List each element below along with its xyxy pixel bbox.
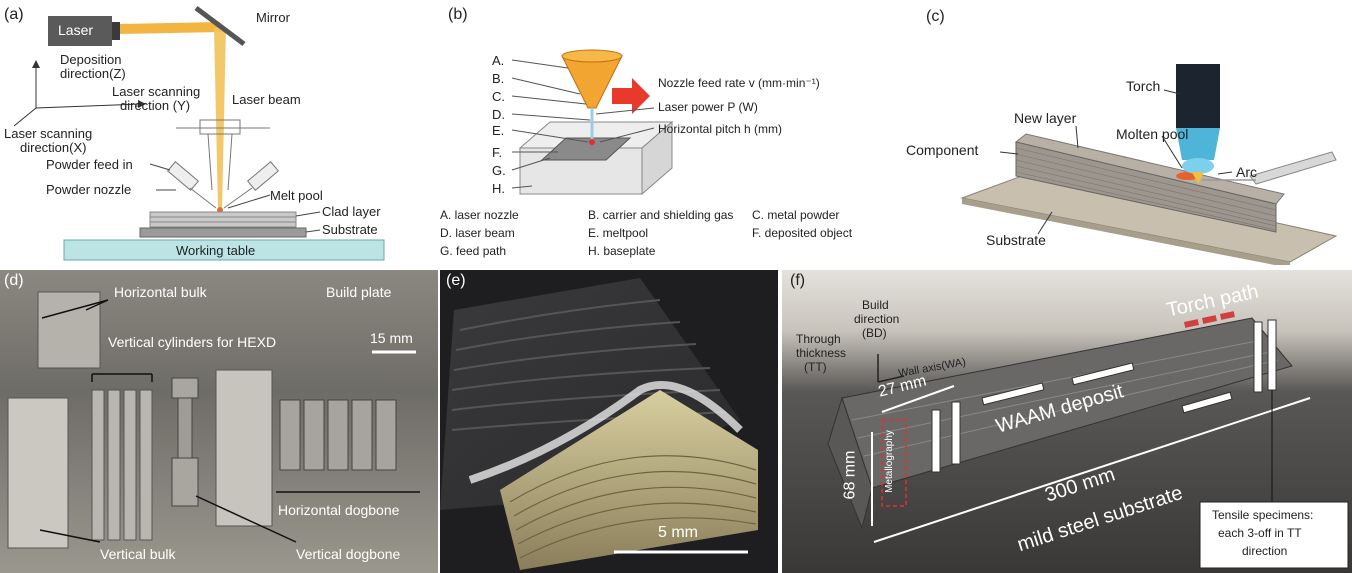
deposited-object [540, 137, 632, 161]
molten-pool-label: Molten pool [1116, 126, 1189, 142]
deposition-label-2: direction(Z) [60, 66, 126, 81]
panel-b-tag: (b) [448, 6, 468, 23]
legend-d: D. laser beam [440, 226, 515, 240]
torch-label: Torch [1126, 78, 1161, 94]
powder-feed-label: Powder feed in [46, 157, 133, 172]
panel-d-photo: (d) Horizontal bulk Build plate 15 mm Ve… [0, 270, 438, 573]
scan-y-label-2: direction (Y) [120, 98, 191, 113]
panel-a-tag: (a) [4, 6, 24, 23]
build-direction-1: Build [862, 298, 889, 312]
legend-a: A. laser nozzle [440, 208, 519, 222]
letter-g: G. [492, 163, 506, 178]
laser-box [48, 16, 112, 46]
panel-e-scale-label: 5 mm [658, 524, 698, 541]
clad-layer-label: Clad layer [322, 204, 381, 219]
through-thickness-3: (TT) [804, 360, 827, 374]
working-table-label: Working table [176, 243, 256, 258]
laser-power-label: Laser power P (W) [658, 100, 758, 114]
laser-beam-horizontal [118, 22, 222, 34]
legend-b: B. carrier and shielding gas [588, 208, 734, 222]
dim-68-label: 68 mm [841, 450, 859, 500]
legend-h: H. baseplate [588, 244, 656, 258]
substrate-c-label: Substrate [986, 232, 1046, 248]
tensile-label-3: direction [1242, 544, 1288, 558]
panel-b-diagram [511, 49, 674, 196]
panel-a-diagram [13, 6, 385, 261]
vertical-bulk-label: Vertical bulk [100, 546, 176, 562]
laser-label: Laser [58, 22, 94, 38]
clad-layers [149, 211, 297, 218]
nozzle-feed-label: Nozzle feed rate v (mm·min⁻¹) [658, 76, 820, 90]
panel-b: (b) A. B. C. D. E. F. G. H. Nozzle feed … [440, 0, 890, 265]
panel-e-tag: (e) [446, 272, 466, 289]
through-thickness-2: thickness [796, 346, 847, 360]
working-table [63, 239, 385, 261]
through-thickness-1: Through [796, 332, 841, 346]
scan-x-label-1: Laser scanning [4, 126, 93, 141]
panel-e-photo: (e) 5 mm [440, 270, 778, 573]
substrate-plate [139, 227, 307, 238]
letter-h: H. [492, 181, 505, 196]
letter-e: E. [492, 123, 505, 138]
letter-b: B. [492, 71, 505, 86]
tensile-label-1: Tensile specimens: [1212, 508, 1314, 522]
component-label: Component [906, 142, 979, 158]
horizontal-pitch-label: Horizontal pitch h (mm) [658, 122, 783, 136]
panel-f-photo: (f) Build direction (BD) Through thickne… [782, 270, 1352, 573]
deposition-label-1: Deposition [60, 52, 122, 67]
gold-layer-block [500, 390, 758, 570]
vertical-dogbone-label: Vertical dogbone [296, 546, 401, 562]
substrate-label: Substrate [322, 222, 378, 237]
panel-d-tag: (d) [4, 272, 24, 289]
vertical-cylinders-label: Vertical cylinders for HEXD [108, 334, 277, 350]
laser-beam-label: Laser beam [232, 92, 301, 107]
legend-f: F. deposited object [752, 226, 853, 240]
mirror-icon [194, 6, 246, 46]
melt-pool-label: Melt pool [270, 188, 323, 203]
legend-g: G. feed path [440, 244, 507, 258]
build-direction-3: (BD) [862, 326, 887, 340]
panel-e-objects [440, 278, 758, 570]
tensile-label-2: each 3-off in TT [1218, 526, 1302, 540]
panel-d-objects [7, 291, 420, 549]
laser-beam-vertical [214, 28, 226, 210]
letter-c: C. [492, 89, 505, 104]
letter-f: F. [492, 145, 503, 160]
scan-x-label-2: direction(X) [20, 140, 87, 155]
panel-a: (a) Las [0, 0, 420, 265]
horizontal-bulk-label: Horizontal bulk [114, 284, 207, 300]
panel-c-tag: (c) [926, 8, 945, 25]
panel-d-scale-label: 15 mm [370, 330, 413, 346]
legend-c: C. metal powder [752, 208, 840, 222]
scan-y-label-1: Laser scanning [112, 84, 201, 99]
wire-feeder-icon [1249, 151, 1337, 185]
arc-label: Arc [1236, 164, 1257, 180]
build-plate-label: Build plate [326, 284, 392, 300]
new-layer-label: New layer [1014, 110, 1077, 126]
panel-f-tag: (f) [790, 272, 806, 289]
panel-c: (c) Torch New layer Molten p [900, 0, 1352, 265]
feed-direction-arrow [612, 78, 650, 114]
panel-f-objects [827, 311, 1349, 569]
legend-e: E. meltpool [588, 226, 649, 240]
horizontal-dogbone-label: Horizontal dogbone [278, 502, 400, 518]
mirror-label: Mirror [256, 10, 290, 25]
build-direction-2: direction [854, 312, 900, 326]
letter-a: A. [492, 53, 505, 68]
torch-icon [1176, 64, 1220, 128]
panel-c-diagram [960, 64, 1338, 265]
letter-d: D. [492, 107, 505, 122]
powder-nozzle-label: Powder nozzle [46, 182, 132, 197]
metallography-label: Metallography [883, 430, 895, 493]
